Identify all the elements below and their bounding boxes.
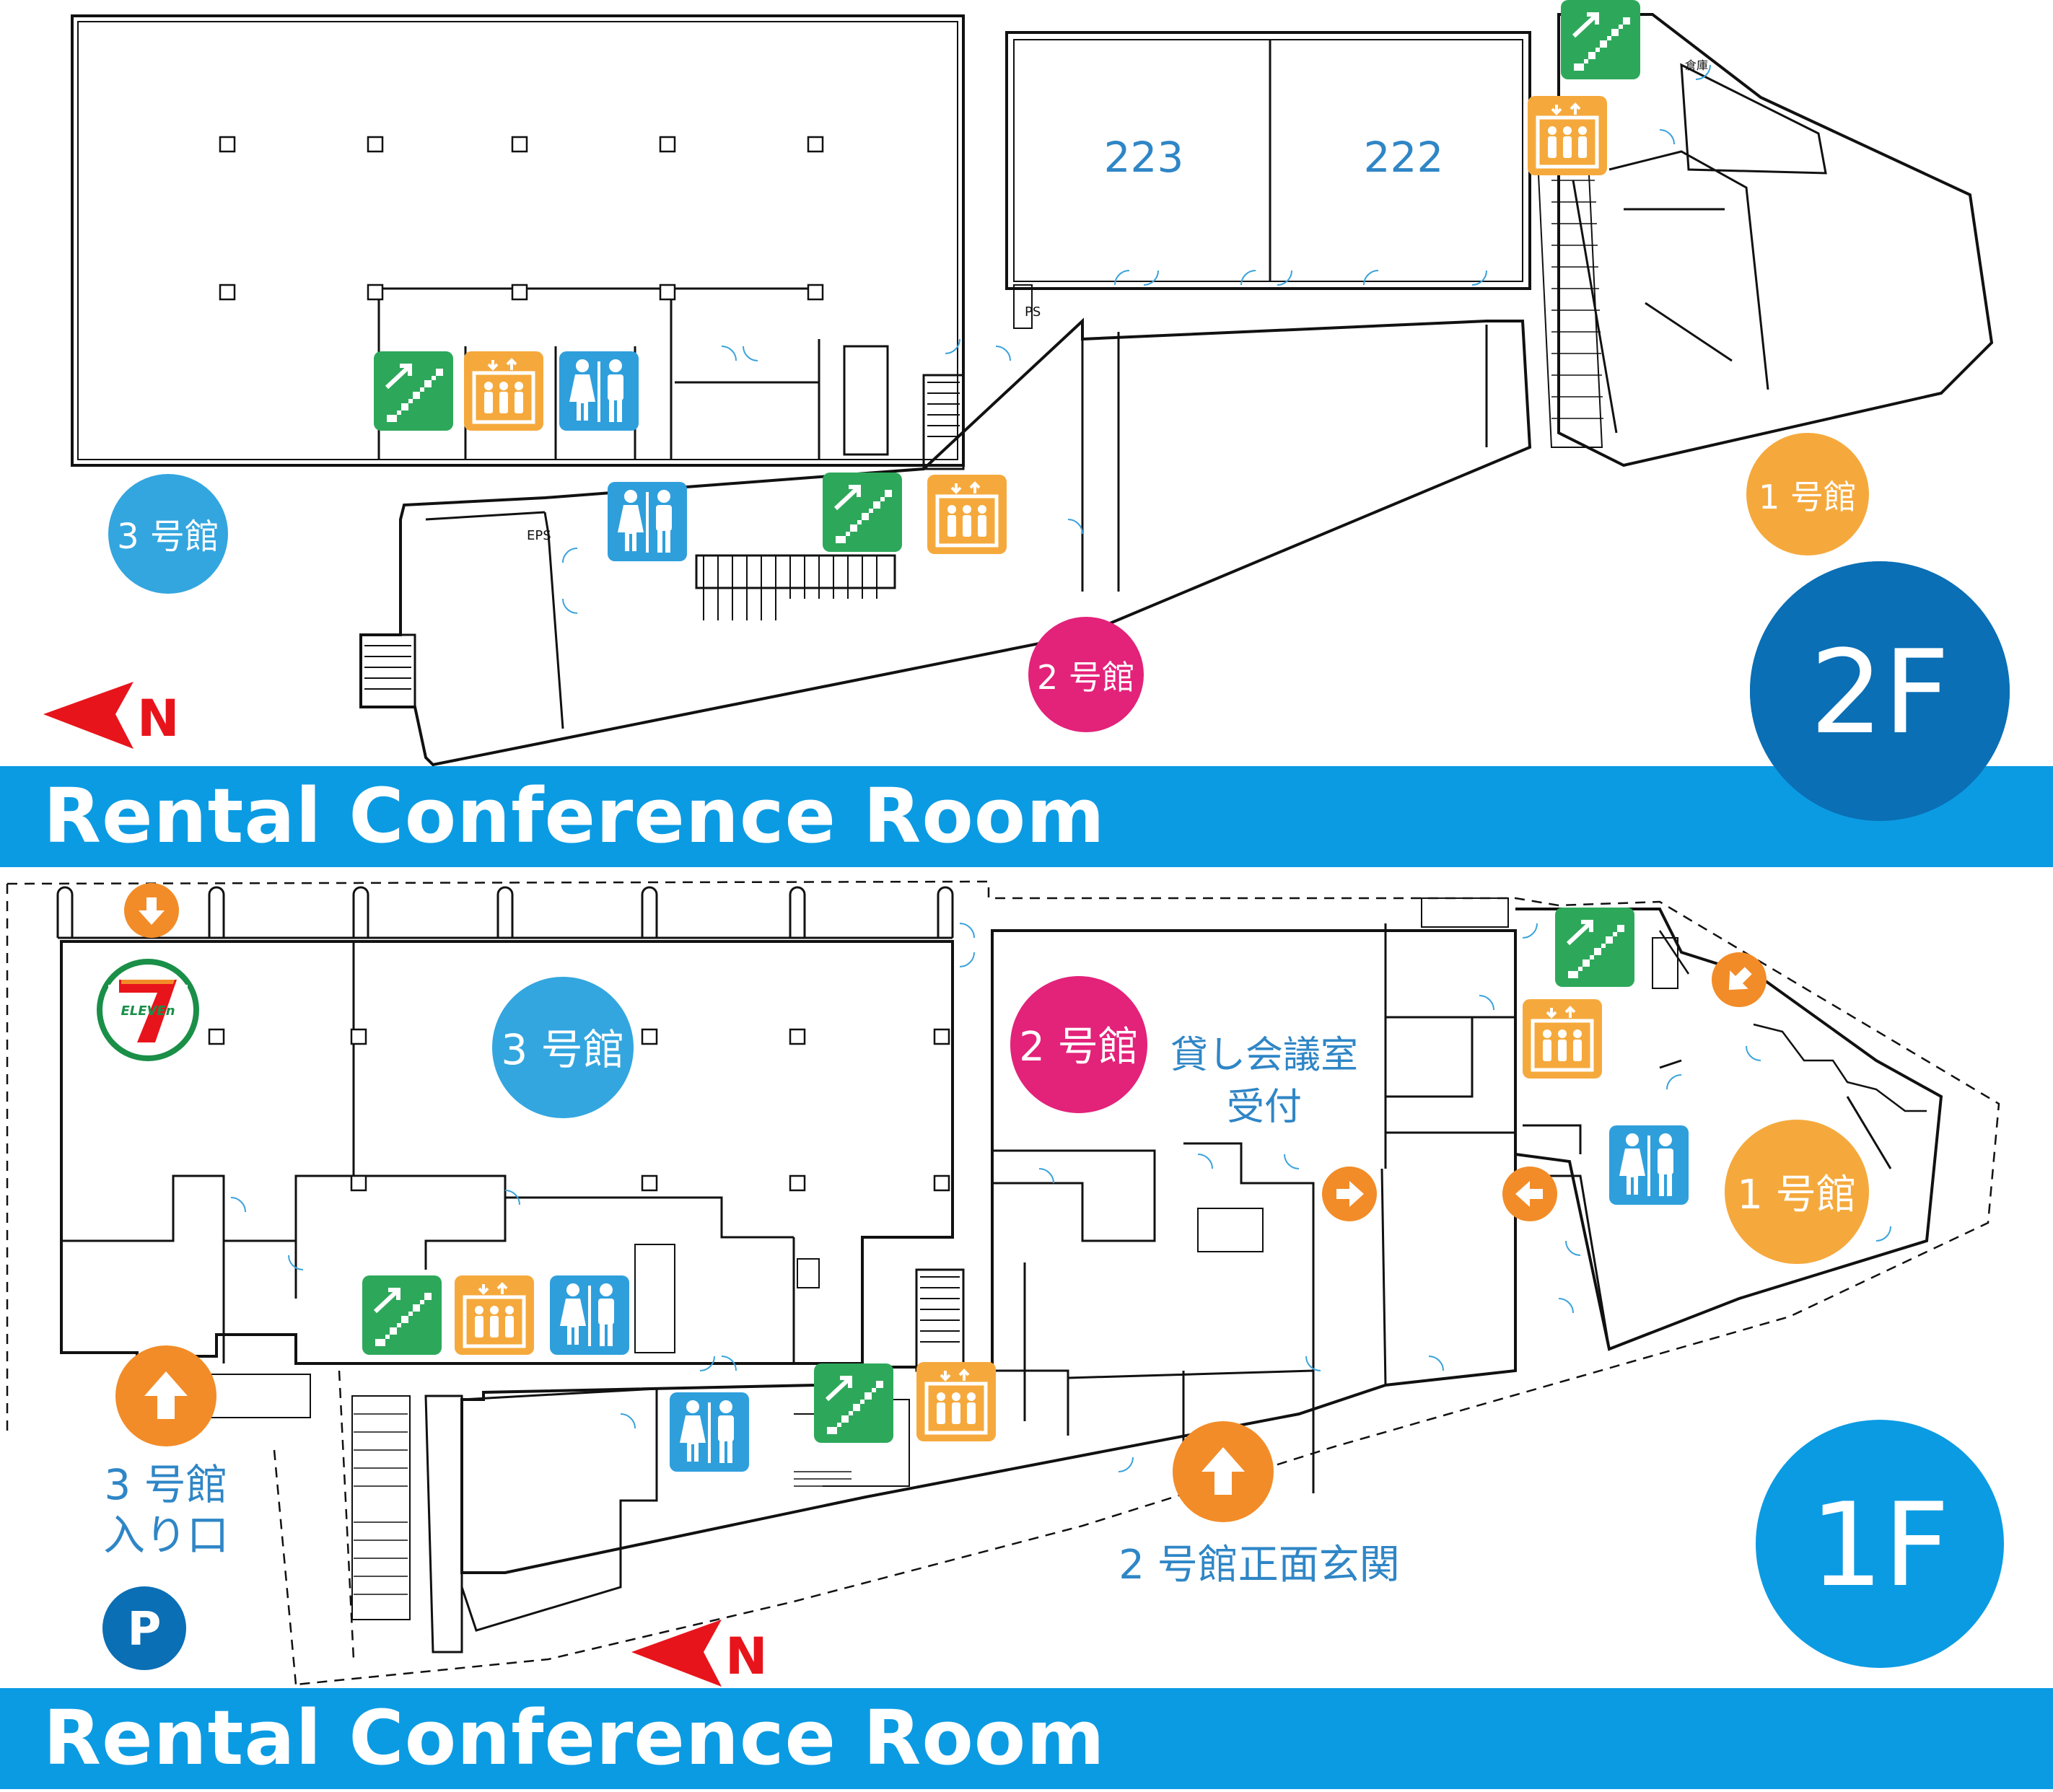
building-2-badge	[1028, 617, 1144, 732]
parking-icon	[102, 1586, 186, 1670]
floor-label-2f: 2F	[1810, 625, 1950, 760]
banner-title: Rental Conference Room	[43, 772, 1106, 860]
elevator-icon	[1523, 999, 1602, 1079]
building-3-label: 3 号館	[117, 517, 219, 557]
reception-label-line2: 受付	[1227, 1086, 1302, 1129]
elevator-icon	[464, 351, 543, 431]
building-2-front-entrance-label: 2 号館正面玄関	[1119, 1542, 1399, 1589]
entrance-arrow-icon	[124, 883, 179, 938]
building-3-label: 3 号館	[501, 1025, 624, 1074]
storage-label: 倉庫	[1685, 58, 1708, 72]
elevator-icon	[1528, 96, 1607, 175]
svg-text:N: N	[725, 1627, 768, 1686]
eps-label: EPS	[527, 528, 551, 543]
stairs-icon	[362, 1275, 442, 1355]
room-223-label: 223	[1104, 133, 1184, 182]
building-2-badge	[1010, 976, 1147, 1113]
building-1-label: 1 号館	[1737, 1172, 1856, 1218]
floor-badge-1f	[1756, 1420, 2004, 1668]
building-3-entrance-line2: 入り口	[103, 1511, 229, 1560]
direction-arrow-icon	[1700, 941, 1778, 1019]
seven-eleven-logo: ELEVEn	[97, 959, 199, 1061]
building-2-label: 2 号館	[1019, 1024, 1138, 1071]
room-222-label: 222	[1364, 133, 1444, 182]
restroom-icon	[670, 1392, 749, 1472]
stairs-icon	[814, 1363, 893, 1443]
building-3-badge	[492, 977, 634, 1118]
parking-label: P	[128, 1603, 162, 1656]
restroom-icon	[559, 351, 639, 431]
svg-text:ELEVEn: ELEVEn	[121, 1003, 175, 1019]
elevator-icon	[927, 475, 1007, 554]
stairs-icon	[1561, 0, 1640, 79]
stairs-icon	[1555, 908, 1634, 987]
direction-arrow-icon	[1322, 1167, 1377, 1221]
building-2-label: 2 号館	[1037, 658, 1135, 697]
north-arrow-icon: N	[43, 682, 180, 749]
stairs-icon	[374, 351, 453, 431]
floor-label-1f: 1F	[1810, 1477, 1950, 1612]
stairs-icon	[823, 473, 902, 552]
building-1-badge	[1725, 1120, 1869, 1264]
restroom-icon	[550, 1275, 629, 1355]
building-3-badge	[108, 474, 228, 594]
floor-1f-plan	[6, 880, 2000, 1686]
north-arrow-icon: N	[631, 1620, 768, 1687]
elevator-icon	[916, 1362, 996, 1441]
building-1-label: 1 号館	[1759, 478, 1857, 517]
banner-2f: Rental Conference Room	[0, 766, 2053, 867]
floor-2f-plan	[71, 13, 1994, 767]
elevator-icon	[455, 1275, 534, 1355]
reception-label-line1: 貸し会議室	[1170, 1034, 1358, 1077]
banner-1f: Rental Conference Room	[0, 1688, 2053, 1789]
restroom-icon	[608, 482, 687, 561]
banner-title: Rental Conference Room	[43, 1694, 1106, 1782]
ps-label: PS	[1025, 304, 1041, 320]
direction-arrow-icon	[1502, 1167, 1557, 1221]
entrance-arrow-icon	[115, 1345, 216, 1446]
building-3-entrance-line1: 3 号館	[104, 1460, 227, 1509]
building-1-badge	[1746, 433, 1869, 555]
entrance-arrow-icon	[1173, 1421, 1274, 1522]
restroom-icon	[1609, 1125, 1689, 1205]
svg-text:N: N	[137, 689, 180, 748]
